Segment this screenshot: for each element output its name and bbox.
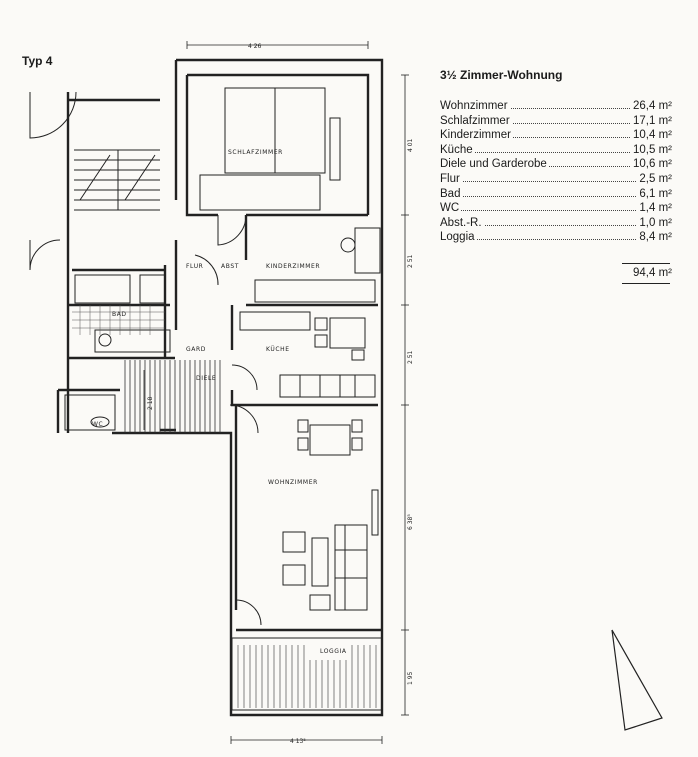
area-row-loggia: Loggia 8,4 m² xyxy=(440,230,672,245)
area-value: 10,6 m² xyxy=(631,157,672,172)
door-arc-entry xyxy=(29,91,77,139)
room-label-loggia: LOGGIA xyxy=(320,648,347,655)
area-row-bad: Bad 6,1 m² xyxy=(440,186,672,202)
dim-h-kinder: 2 51 xyxy=(407,254,414,268)
area-row-wohnzimmer: Wohnzimmer 26,4 m² xyxy=(440,99,672,114)
total-rule xyxy=(622,263,670,264)
outer-wall xyxy=(112,58,384,717)
type-label: Typ 4 xyxy=(22,54,53,68)
door-arc-bedroom xyxy=(217,214,247,246)
area-row-schlafzimmer: Schlafzimmer 17,1 m² xyxy=(440,113,672,129)
wohn-wall xyxy=(234,405,382,632)
room-label-wohnzimmer: WOHNZIMMER xyxy=(268,479,318,486)
area-row-diele: Diele und Garderobe 10,6 m² xyxy=(440,157,672,172)
dim-h-wohn: 6 38⁵ xyxy=(407,514,414,530)
area-value: 17,1 m² xyxy=(631,113,672,129)
total-underline xyxy=(622,283,670,284)
north-arrow-icon xyxy=(611,629,663,731)
kinder-wall xyxy=(244,215,378,307)
door-arc-stair xyxy=(29,239,61,271)
area-value: 1,0 m² xyxy=(637,215,672,231)
left-wall-unit xyxy=(160,60,178,432)
bath-tiles xyxy=(72,305,165,335)
area-row-abst: Abst.-R. 1,0 m² xyxy=(440,215,672,231)
inner-wall-top xyxy=(187,73,370,215)
area-name: Abst.-R. xyxy=(440,215,484,231)
dim-h-schlaf: 4 01 xyxy=(407,138,414,152)
room-label-kueche: KÜCHE xyxy=(266,346,290,353)
kinder-bed xyxy=(254,279,376,303)
door-arc-flur xyxy=(194,254,219,286)
area-value: 1,4 m² xyxy=(637,201,672,216)
diele-wall xyxy=(56,388,120,433)
dim-h-loggia: 1 95 xyxy=(407,671,414,685)
area-row-kueche: Küche 10,5 m² xyxy=(440,142,672,158)
sofa xyxy=(334,524,368,611)
area-row-kinderzimmer: Kinderzimmer 10,4 m² xyxy=(440,128,672,143)
area-value: 8,4 m² xyxy=(637,230,672,245)
kitchen-wall xyxy=(230,305,378,407)
area-table: Wohnzimmer 26,4 m² Schlafzimmer 17,1 m² Ki… xyxy=(440,99,672,245)
bathtub xyxy=(74,274,131,304)
stair-treads xyxy=(74,149,160,211)
wc-box xyxy=(64,394,116,431)
dim-top-width: 4 26 xyxy=(248,43,262,50)
area-name: Flur xyxy=(440,171,462,187)
area-row-wc: WC 1,4 m² xyxy=(440,201,672,216)
room-label-abst: ABST xyxy=(221,263,239,270)
loggia-floor xyxy=(231,637,383,711)
total-area: 94,4 m² xyxy=(633,267,672,279)
area-name: Loggia xyxy=(440,230,477,245)
stair-wall xyxy=(66,92,165,433)
dim-h-kueche: 2 51 xyxy=(407,350,414,364)
area-name: Wohnzimmer xyxy=(440,99,510,114)
room-label-gard: GARD xyxy=(186,346,206,353)
area-name: Diele und Garderobe xyxy=(440,157,549,172)
area-name: Küche xyxy=(440,142,475,158)
room-label-bad: BAD xyxy=(112,311,127,318)
area-value: 10,4 m² xyxy=(631,128,672,143)
area-name: Schlafzimmer xyxy=(440,113,512,129)
door-arc-kitchen xyxy=(231,364,258,391)
room-label-kinderzimmer: KINDERZIMMER xyxy=(266,263,320,270)
area-value: 2,5 m² xyxy=(637,171,672,187)
diele-floor-hatch xyxy=(124,360,221,433)
area-row-flur: Flur 2,5 m² xyxy=(440,171,672,187)
coffee-table xyxy=(311,537,329,587)
room-label-schlafzimmer: SCHLAFZIMMER xyxy=(228,149,283,156)
bedroom-wall xyxy=(185,75,368,217)
door-arc-loggia xyxy=(235,599,262,626)
area-value: 6,1 m² xyxy=(637,186,672,202)
room-label-diele: DIELE xyxy=(196,375,216,382)
area-value: 10,5 m² xyxy=(631,142,672,158)
dining-table xyxy=(309,424,351,456)
dim-h-diele: 2 18 xyxy=(147,396,154,410)
area-name: WC xyxy=(440,201,462,216)
dim-bottom-width: 4 13⁵ xyxy=(290,738,306,745)
area-value: 26,4 m² xyxy=(631,99,672,114)
kitchen-table xyxy=(329,317,366,349)
door-arc-wohn xyxy=(229,404,259,434)
kitchen-counter xyxy=(239,311,311,331)
dimension-lines xyxy=(143,41,409,744)
apartment-title: 3½ Zimmer-Wohnung xyxy=(440,68,563,82)
room-label-flur: FLUR xyxy=(186,263,203,270)
room-label-wc: WC xyxy=(92,421,103,428)
area-name: Bad xyxy=(440,186,463,202)
area-name: Kinderzimmer xyxy=(440,128,513,143)
